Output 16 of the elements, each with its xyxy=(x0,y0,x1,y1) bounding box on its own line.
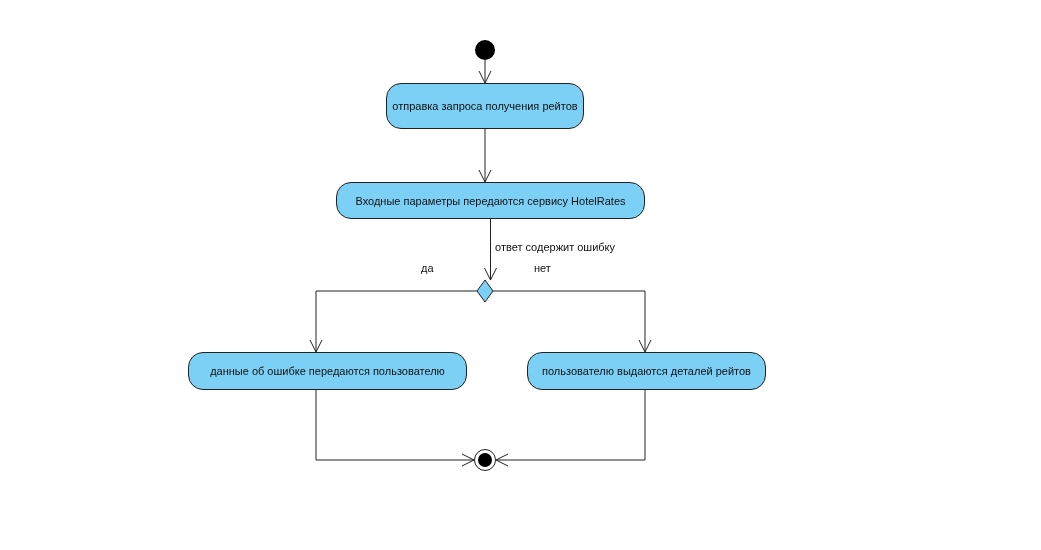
control-flow-arrow xyxy=(315,389,475,467)
control-flow-arrow xyxy=(495,389,646,467)
control-flow-arrow xyxy=(309,290,478,353)
control-flow-arrow xyxy=(478,128,492,183)
action-text: данные об ошибке передаются пользователю xyxy=(210,365,445,377)
action-box xyxy=(188,352,467,390)
action-box xyxy=(386,83,584,129)
action-text: Входные параметры передаются сервису HotelRates xyxy=(355,194,626,207)
action-text: отправка запроса получения рейтов xyxy=(392,100,578,112)
guard-label: ответ содержит ошибку xyxy=(495,241,616,253)
control-flow-arrow xyxy=(492,290,652,353)
action-box xyxy=(527,352,766,390)
control-flow-arrow xyxy=(484,218,497,281)
action-box xyxy=(336,182,645,219)
control-flow-arrow xyxy=(478,59,492,84)
action-text: пользователю выдаются деталей рейтов xyxy=(542,365,751,377)
